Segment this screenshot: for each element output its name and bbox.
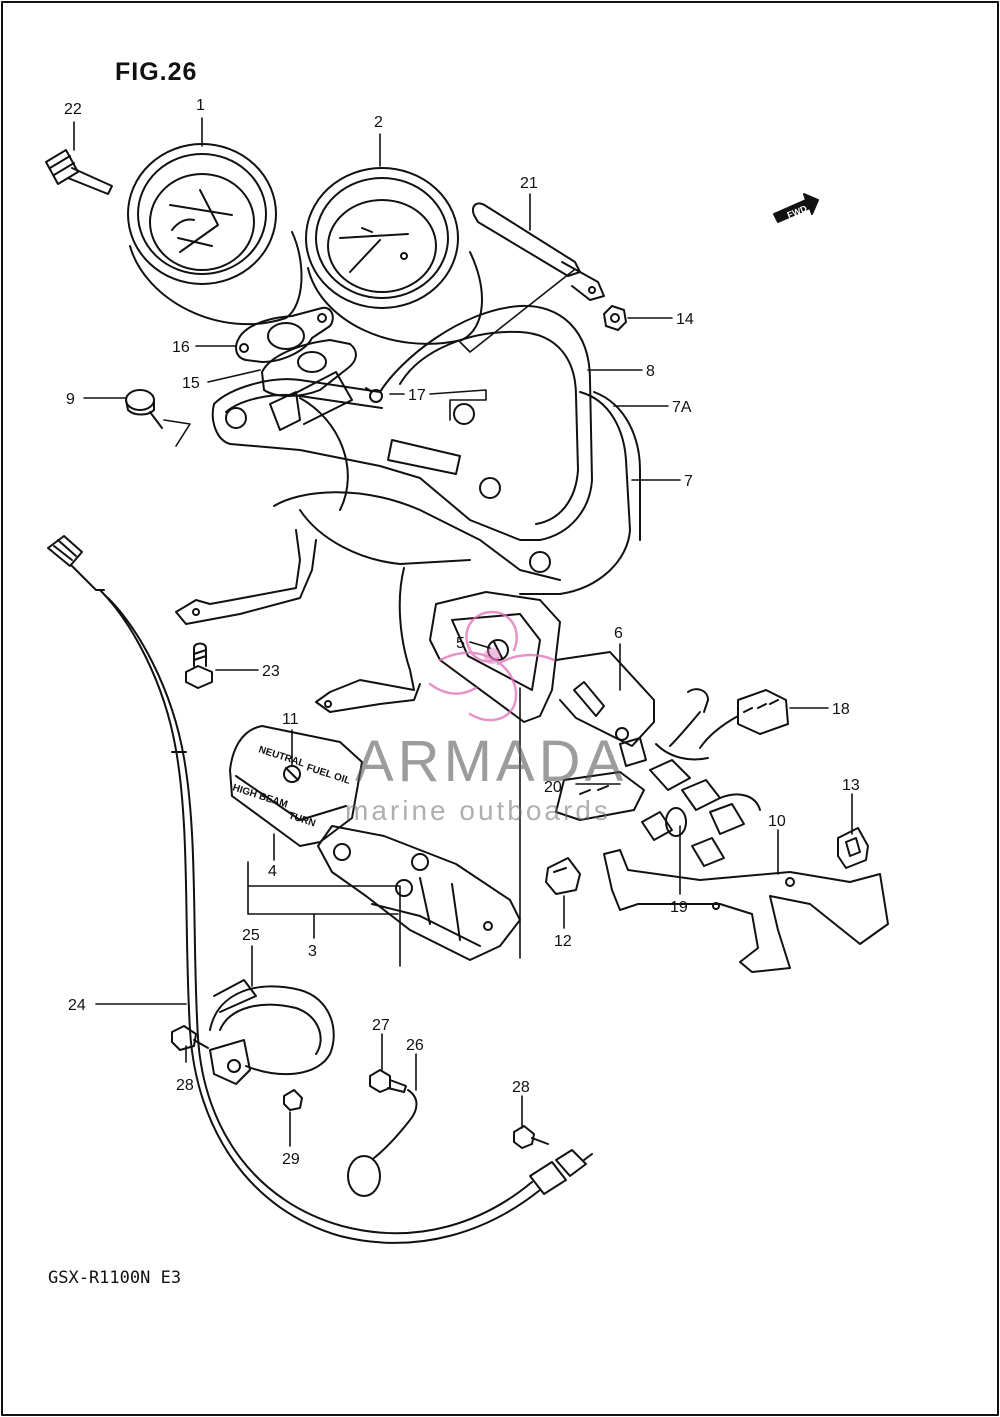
- part-cushion-9: [125, 389, 163, 429]
- callout-2: 2: [374, 114, 383, 131]
- callout-7: 7: [684, 473, 693, 490]
- callout-13: 13: [842, 777, 860, 794]
- callout-9: 9: [66, 391, 75, 408]
- callout-1: 1: [196, 97, 205, 114]
- callout-25: 25: [242, 927, 260, 944]
- callout-24: 24: [68, 997, 86, 1014]
- part-wiring-harness: [555, 688, 789, 867]
- callout-8: 8: [646, 363, 655, 380]
- label-fuel-oil: FUEL OIL: [305, 762, 352, 786]
- watermark-brand: ARMADA: [355, 729, 628, 794]
- part-gasket-and-drive: [235, 306, 357, 431]
- part-lamp-strap: [472, 202, 605, 301]
- label-neutral: NEUTRAL: [257, 744, 306, 769]
- callout-20: 20: [544, 779, 562, 796]
- figure-title: FIG.26: [115, 58, 198, 86]
- callout-17: 17: [408, 387, 426, 404]
- callout-10: 10: [768, 813, 786, 830]
- fwd-badge-text: FWD: [786, 203, 809, 220]
- callout-12: 12: [554, 933, 572, 950]
- part-meter-case: [175, 304, 641, 713]
- callout-28-left: 28: [176, 1077, 194, 1094]
- part-meter-bracket-10: [603, 849, 889, 973]
- forward-direction-arrow: FWD: [773, 193, 819, 223]
- callout-28-right: 28: [512, 1079, 530, 1096]
- callout-15: 15: [182, 375, 200, 392]
- callout-4: 4: [268, 863, 277, 880]
- callout-11: 11: [282, 711, 299, 728]
- callout-27: 27: [372, 1017, 390, 1034]
- part-bolt-23: [185, 642, 213, 689]
- callout-21: 21: [520, 175, 538, 192]
- callout-26: 26: [406, 1037, 424, 1054]
- part-speedometer: [305, 167, 483, 345]
- part-coupler-13: [837, 827, 869, 869]
- callout-16: 16: [172, 339, 190, 356]
- callout-19: 19: [670, 899, 688, 916]
- part-speedometer-cable: [47, 535, 593, 1244]
- part-reset-knob: [45, 149, 113, 195]
- callout-29: 29: [282, 1151, 300, 1168]
- part-tachometer: [127, 143, 303, 326]
- callout-23: 23: [262, 663, 280, 680]
- callout-18: 18: [832, 701, 850, 718]
- label-turn: TURN: [287, 810, 317, 829]
- part-cable-clamp: [171, 979, 335, 1111]
- part-nut-14: [603, 305, 627, 331]
- part-indicator-lamp-housing: [229, 725, 521, 961]
- leader-lines: [73, 117, 853, 1147]
- callout-22: 22: [64, 101, 82, 118]
- part-coupler-12: [545, 857, 581, 895]
- model-code: GSX-R1100N E3: [48, 1268, 182, 1288]
- callout-3: 3: [308, 943, 317, 960]
- callout-5: 5: [456, 635, 465, 652]
- watermark-subtitle: marine outboards: [345, 795, 611, 826]
- part-screw-and-retaining-ring: [347, 1069, 418, 1197]
- watermark-logo: [428, 610, 556, 722]
- callout-7a: 7A: [672, 399, 692, 416]
- callout-14: 14: [676, 311, 694, 328]
- label-high-beam: HIGH BEAM: [231, 782, 289, 810]
- part-bracket-5-6: [429, 591, 655, 747]
- callout-6: 6: [614, 625, 623, 642]
